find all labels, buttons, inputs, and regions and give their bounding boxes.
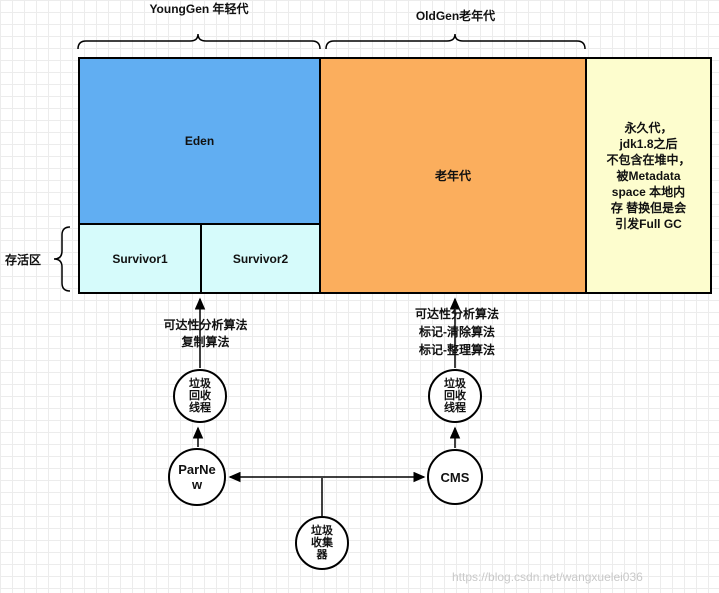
gc-collector-label: 垃圾 收集 器	[311, 525, 333, 561]
oldgen-region: 老年代	[321, 59, 587, 292]
younggen-brace	[77, 33, 321, 50]
gc-thread-left-label: 垃圾 回收 线程	[189, 378, 211, 414]
permgen-region: 永久代， jdk1.8之后 不包含在堆中， 被Metadata space 本地…	[587, 59, 710, 292]
parnew-label: ParNew	[178, 462, 216, 492]
survivor1-region: Survivor1	[80, 225, 202, 292]
younggen-label: YoungGen 年轻代	[149, 2, 249, 16]
survivor-area-label: 存活区	[5, 253, 42, 267]
gc-thread-right-label: 垃圾 回收 线程	[444, 378, 466, 414]
survivor-brace	[53, 226, 71, 292]
young-algorithms-label: 可达性分析算法 复制算法	[163, 318, 248, 349]
eden-region: Eden	[80, 59, 321, 225]
parnew-node: ParNew	[168, 448, 226, 506]
cms-label: CMS	[440, 469, 470, 485]
gc-thread-left-node: 垃圾 回收 线程	[173, 369, 227, 423]
oldgen-label: OldGen老年代	[415, 9, 496, 23]
survivor2-label: Survivor2	[232, 251, 289, 266]
survivor2-region: Survivor2	[202, 225, 321, 292]
permgen-label: 永久代， jdk1.8之后 不包含在堆中， 被Metadata space 本地…	[606, 120, 691, 231]
eden-label: Eden	[184, 134, 215, 148]
heap-box: Eden Survivor1 Survivor2 老年代 永久代， jdk1.8…	[78, 57, 712, 294]
survivor1-label: Survivor1	[112, 251, 168, 266]
watermark: https://blog.csdn.net/wangxuelei036	[452, 570, 643, 584]
oldgen-brace	[325, 33, 586, 50]
old-algorithms-label: 可达性分析算法 标记-清除算法 标记-整理算法	[414, 307, 499, 357]
gc-thread-right-node: 垃圾 回收 线程	[428, 369, 482, 423]
gc-collector-node: 垃圾 收集 器	[295, 516, 349, 570]
oldgen-region-label: 老年代	[434, 169, 471, 183]
cms-node: CMS	[427, 449, 483, 505]
